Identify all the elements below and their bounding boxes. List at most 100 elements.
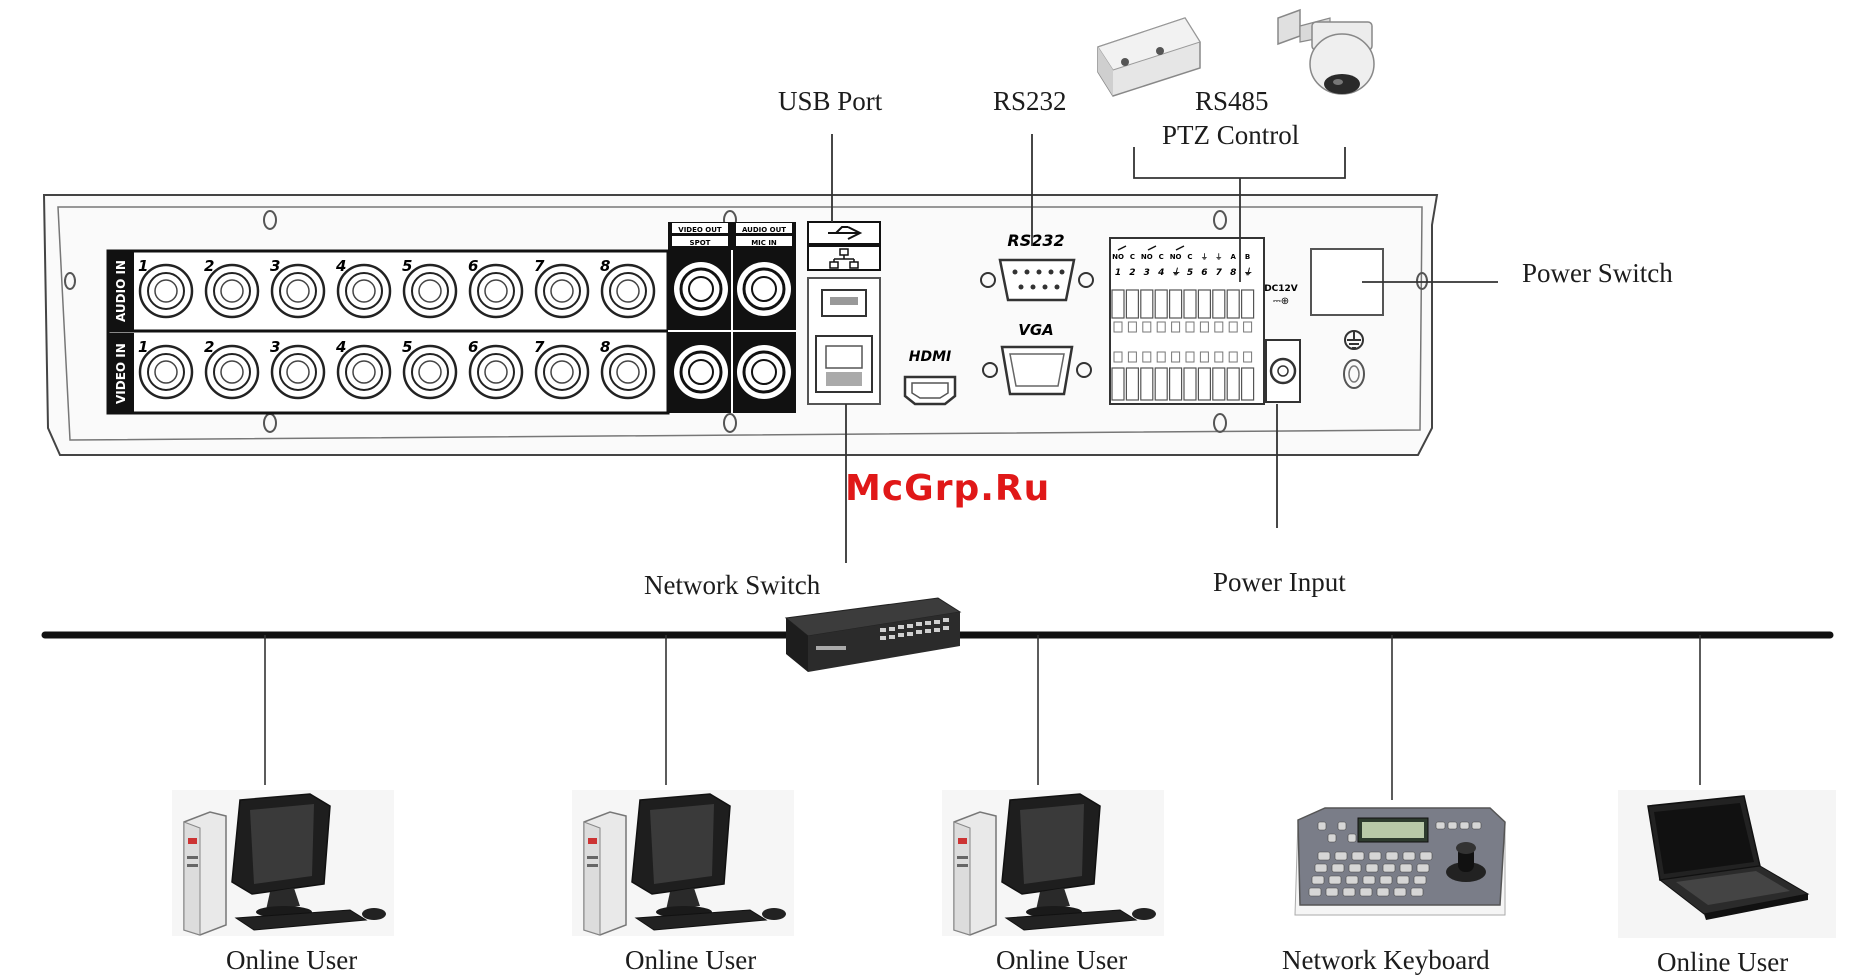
video-in-channel-number: 6 (468, 338, 478, 356)
keyboard-key (1352, 852, 1364, 860)
alarm-top-label: ⏚ (1215, 253, 1222, 261)
video-in-channel-number: 7 (534, 338, 545, 356)
audio-in-channel-number: 3 (270, 257, 280, 275)
client-label-3: Online User (996, 945, 1127, 976)
terminal-cell (1198, 290, 1210, 318)
terminal-screw (1114, 352, 1122, 362)
terminal-screw (1200, 322, 1208, 332)
keyboard-key (1417, 864, 1429, 872)
alarm-bottom-label: 4 (1157, 268, 1164, 278)
alarm-bottom-label: ⏚ (1243, 267, 1252, 278)
terminal-cell (1227, 290, 1239, 318)
keyboard-key (1346, 876, 1358, 884)
svg-text:⎓⊕: ⎓⊕ (1273, 296, 1289, 307)
network-keyboard-device (1295, 808, 1505, 915)
spot-label: SPOT (690, 239, 711, 247)
terminal-cell (1198, 368, 1210, 400)
alarm-bottom-label: 2 (1129, 268, 1135, 278)
audio-in-channel-number: 5 (402, 257, 412, 275)
terminal-cell (1112, 290, 1124, 318)
keyboard-key (1448, 822, 1457, 829)
alarm-bottom-label: 6 (1201, 268, 1207, 278)
alarm-top-label: ⏚ (1201, 253, 1208, 261)
desktop-pc-2 (572, 790, 794, 936)
terminal-screw (1128, 352, 1136, 362)
keyboard-key (1377, 888, 1389, 896)
network-bus (45, 635, 1830, 800)
mic-in-label: MIC IN (751, 239, 777, 247)
alarm-top-label: NO (1170, 253, 1182, 261)
power-switch-label: Power Switch (1522, 258, 1673, 289)
terminal-cell (1213, 290, 1225, 318)
network-switch-label: Network Switch (644, 570, 820, 601)
terminal-screw (1114, 322, 1122, 332)
alarm-top-label: B (1245, 253, 1250, 261)
hdmi-port: HDMI (905, 349, 955, 404)
terminal-cell (1227, 368, 1239, 400)
terminal-cell (1112, 368, 1124, 400)
decoder-box-icon (1098, 18, 1200, 96)
keyboard-key (1309, 888, 1321, 896)
keyboard-key (1414, 876, 1426, 884)
rs485-bracket (1134, 147, 1345, 178)
keyboard-key (1360, 888, 1372, 896)
power-input-label: Power Input (1213, 567, 1346, 598)
laptop-device (1618, 790, 1836, 938)
keyboard-key (1338, 822, 1346, 830)
ptz-camera-icon (1278, 10, 1374, 94)
terminal-cell (1126, 368, 1138, 400)
alarm-bottom-label: 1 (1115, 268, 1121, 278)
keyboard-key (1380, 876, 1392, 884)
usb-network-block (808, 222, 880, 404)
keyboard-key (1383, 864, 1395, 872)
audio-in-label: AUDIO IN (114, 260, 128, 322)
audio-in-channel-number: 7 (534, 257, 545, 275)
rs485-label: RS485 (1195, 86, 1269, 117)
terminal-cell (1126, 290, 1138, 318)
client-devices (172, 790, 1164, 936)
alarm-bottom-label: 8 (1230, 268, 1236, 278)
video-out-label: VIDEO OUT (678, 226, 722, 234)
alarm-top-label: NO (1141, 253, 1153, 261)
terminal-screw (1229, 352, 1237, 362)
keyboard-key (1397, 876, 1409, 884)
alarm-top-label: C (1159, 253, 1164, 261)
watermark: McGrp.Ru (845, 468, 1050, 509)
terminal-cell (1242, 368, 1254, 400)
terminal-cell (1170, 368, 1182, 400)
video-in-channel-number: 1 (138, 338, 148, 356)
terminal-cell (1213, 368, 1225, 400)
keyboard-key (1315, 864, 1327, 872)
alarm-top-label: NO (1112, 253, 1124, 261)
keyboard-key (1403, 852, 1415, 860)
terminal-cell (1155, 368, 1167, 400)
terminal-screw (1215, 352, 1223, 362)
mic-in-connector (737, 345, 791, 399)
audio-in-channel-number: 6 (468, 257, 478, 275)
audio-in-channel-number: 8 (600, 257, 610, 275)
alarm-bottom-label: ⏚ (1171, 267, 1180, 278)
alarm-top-label: C (1130, 253, 1135, 261)
keyboard-key (1363, 876, 1375, 884)
video-in-label: VIDEO IN (114, 343, 128, 404)
alarm-top-label: C (1187, 253, 1192, 261)
terminal-screw (1143, 322, 1151, 332)
ptz-control-label: PTZ Control (1162, 120, 1299, 151)
keyboard-key (1343, 888, 1355, 896)
keyboard-key (1400, 864, 1412, 872)
hdmi-label: HDMI (909, 349, 951, 365)
keyboard-key (1460, 822, 1469, 829)
network-switch-icon (786, 598, 960, 672)
keyboard-key (1318, 852, 1330, 860)
keyboard-key (1349, 864, 1361, 872)
client-label-1: Online User (226, 945, 357, 976)
terminal-screw (1229, 322, 1237, 332)
keyboard-key (1348, 834, 1356, 842)
audio-in-channel-number: 2 (204, 257, 214, 275)
terminal-screw (1200, 352, 1208, 362)
terminal-screw (1186, 322, 1194, 332)
video-in-channel-number: 8 (600, 338, 610, 356)
terminal-cell (1184, 290, 1196, 318)
client-label-5: Online User (1657, 947, 1788, 978)
